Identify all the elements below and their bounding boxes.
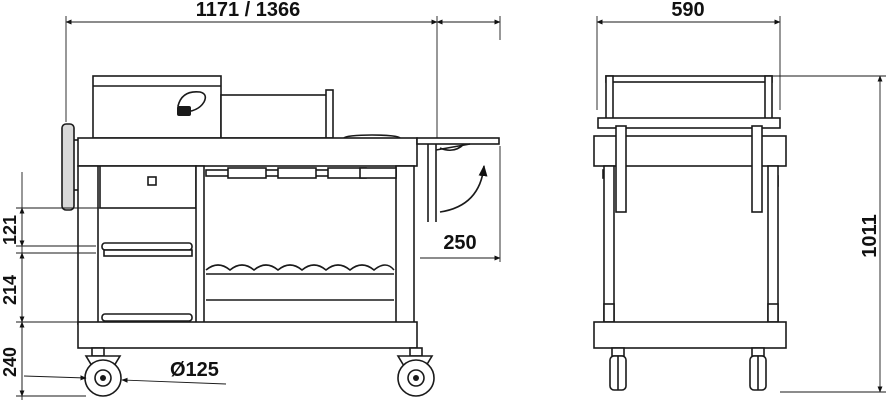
wheel-diameter-callout: Ø125 — [23, 359, 227, 385]
wheel-diameter-label: Ø125 — [170, 359, 219, 381]
back-rail — [220, 89, 334, 139]
cover-box — [92, 75, 222, 139]
side-view: 590 — [593, 0, 886, 393]
shelf-extension-label: 250 — [443, 232, 476, 254]
drawer-gap-label: 121 — [0, 215, 20, 245]
drawer — [99, 165, 197, 209]
fold-arrow-icon — [439, 164, 488, 213]
depth-dimension: 590 — [596, 0, 781, 110]
side-shelf — [416, 137, 500, 222]
base-platform — [77, 321, 418, 349]
width-dimension: 1171 / 1366 — [65, 0, 501, 140]
front-view: 1171 / 1366 — [0, 0, 501, 400]
width-dimension-label: 1171 / 1366 — [196, 0, 301, 21]
side-caster-left — [609, 347, 627, 391]
height-dimension-label: 1011 — [859, 214, 881, 257]
shelf-extension-dimension: 250 — [420, 146, 501, 262]
depth-dimension-label: 590 — [671, 0, 704, 21]
shelf-spacing-label: 214 — [0, 275, 20, 305]
vertical-dimensions-left: 121 214 240 — [0, 172, 100, 400]
bottle-rack — [205, 264, 395, 301]
push-handle — [61, 123, 75, 211]
caster-right — [396, 347, 435, 397]
top-rail-slots — [205, 167, 397, 179]
tray-shelves — [101, 242, 193, 322]
caster-left — [84, 347, 122, 397]
side-caster-right — [749, 347, 767, 391]
base-height-label: 240 — [0, 347, 20, 377]
height-dimension: 1011 — [772, 75, 886, 393]
worktop — [77, 137, 418, 167]
